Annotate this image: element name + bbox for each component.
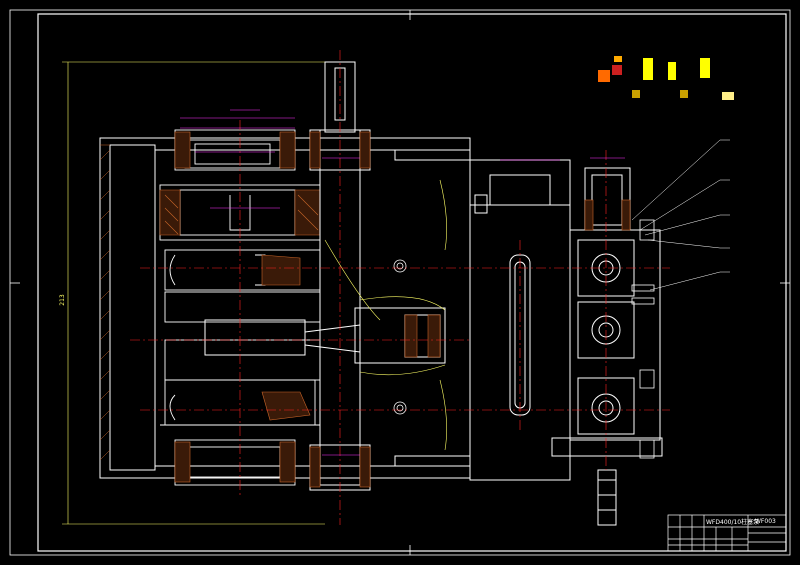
- title-block-drawing-number: WF003: [755, 518, 776, 525]
- left-wall-hatch: [99, 144, 111, 461]
- valve-bolts: [631, 219, 655, 459]
- overall-dimension: [62, 61, 325, 525]
- crosshead-hatch: [404, 314, 441, 358]
- dimension-lines: [180, 109, 625, 456]
- overall-dimension-label: 213: [59, 294, 66, 306]
- part-leaders: [631, 139, 730, 291]
- valve-hatch: [584, 199, 631, 231]
- bottom-bearing-hatch: [174, 391, 311, 483]
- inner-border: [37, 13, 787, 552]
- title-block: [667, 514, 787, 552]
- title-block-drawing-name: WFD400/10柱塞泵: [706, 518, 759, 526]
- frame-center-marks: [10, 10, 790, 555]
- top-bearing-hatch: [159, 131, 321, 236]
- bolt-holes: [393, 259, 407, 415]
- hidden-outline: [324, 179, 447, 451]
- centerlines: [130, 50, 670, 525]
- valve-block: [551, 167, 663, 526]
- logo-stamp: [598, 56, 734, 100]
- shaft-hatch: [309, 131, 371, 488]
- outer-border: [9, 9, 791, 556]
- crank-hatch: [261, 254, 301, 286]
